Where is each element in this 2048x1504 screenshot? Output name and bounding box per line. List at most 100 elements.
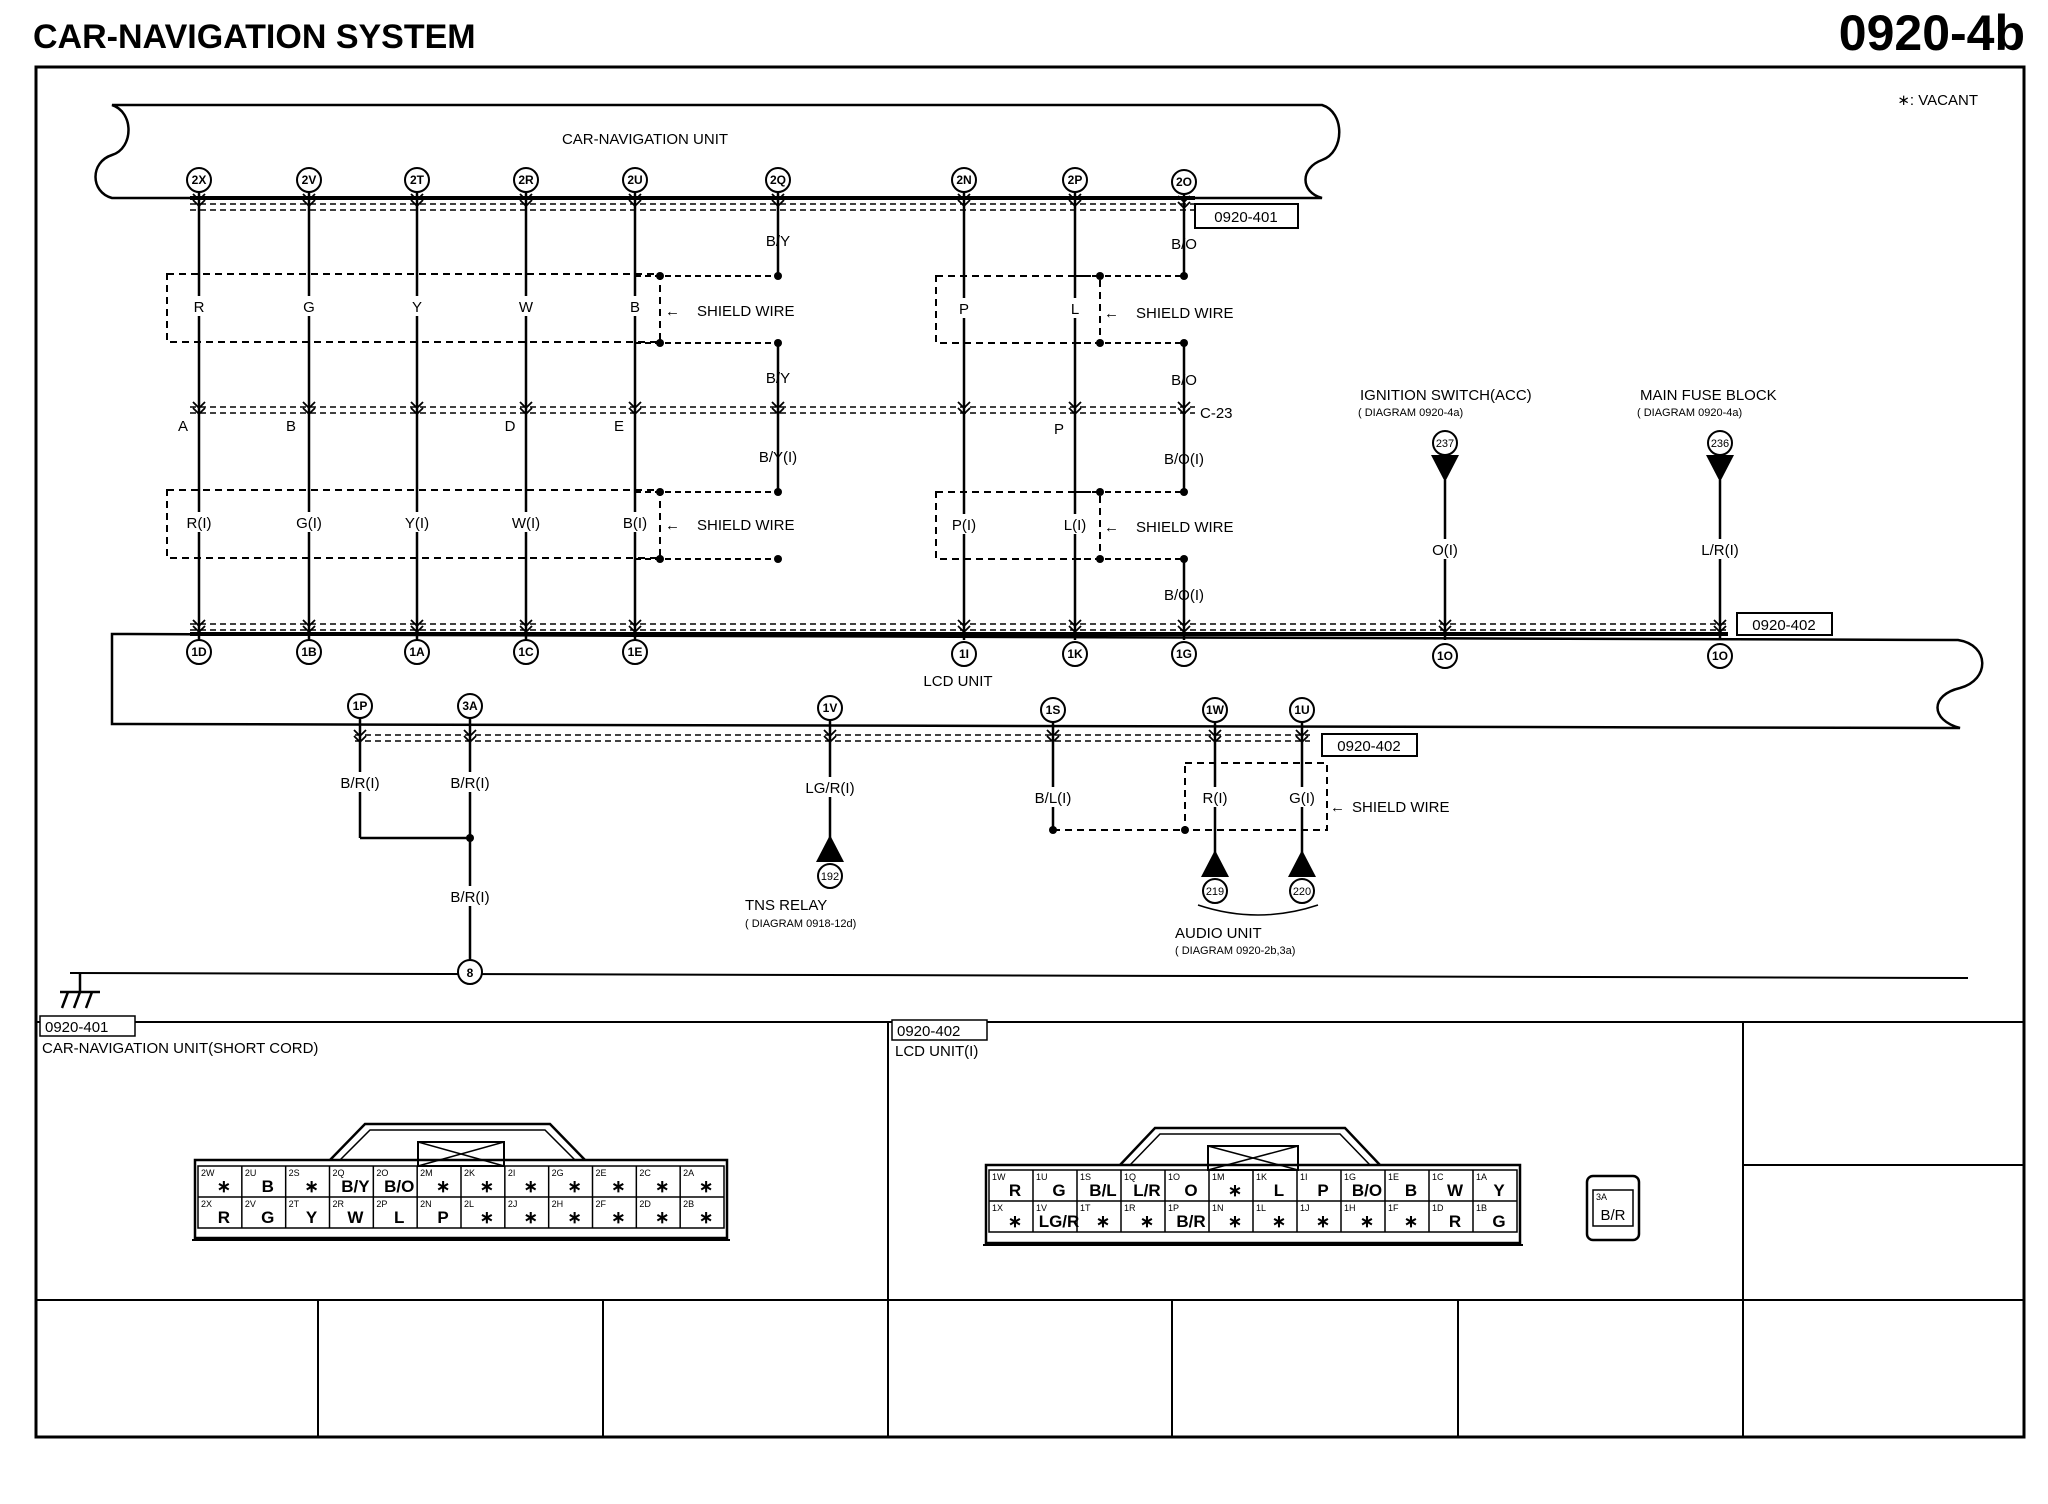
connector-402: 1WR1UG1SB/L1QL/R1OO1M∗1KL1IP1GB/O1EB1CW1…: [983, 1126, 1523, 1246]
svg-text:1I: 1I: [959, 647, 969, 661]
connector-pin-color: ∗: [611, 1208, 625, 1227]
connector-pin-number: 1M: [1212, 1172, 1225, 1182]
svg-text:1B: 1B: [301, 645, 317, 659]
svg-text:1U: 1U: [1294, 703, 1309, 717]
pin-1K: 1K: [1062, 641, 1088, 667]
svg-text:Y(I): Y(I): [405, 515, 429, 532]
connector-pin-number: 1C: [1432, 1172, 1444, 1182]
car-nav-unit-label: CAR-NAVIGATION UNIT: [562, 131, 728, 148]
svg-text:0920-402: 0920-402: [1337, 738, 1400, 755]
pin-1P: 1P: [347, 693, 373, 719]
connector-pin-color: O: [1184, 1181, 1197, 1200]
svg-text:2X: 2X: [192, 173, 207, 187]
connector-pin-number: 1S: [1080, 1172, 1091, 1182]
svg-text:L(I): L(I): [1064, 517, 1087, 534]
svg-text:3A: 3A: [1596, 1192, 1607, 1202]
svg-text:1V: 1V: [823, 701, 838, 715]
connector-pin-color: B/R: [1176, 1212, 1205, 1231]
svg-text:G(I): G(I): [1289, 790, 1315, 807]
svg-text:B(I): B(I): [623, 515, 647, 532]
connector-pin-color: R: [1009, 1181, 1021, 1200]
svg-text:B/Y: B/Y: [766, 370, 790, 387]
tns-relay-feed: 192 TNS RELAY ( DIAGRAM 0918-12d): [745, 835, 856, 930]
ignition-switch-feed: IGNITION SWITCH(ACC) ( DIAGRAM 0920-4a) …: [1358, 387, 1532, 640]
lower-wire-colors: R(I) G(I) Y(I) W(I) B(I) P(I) L(I): [184, 512, 1090, 534]
connector-pin-color: L: [394, 1208, 404, 1227]
svg-text:B: B: [286, 418, 296, 435]
connector-pin-color: ∗: [1228, 1212, 1242, 1231]
svg-text:R(I): R(I): [187, 515, 212, 532]
connector-pin-color: B/L: [1089, 1181, 1116, 1200]
connector-pin-number: 1T: [1080, 1203, 1091, 1213]
svg-text:( DIAGRAM 0918-12d): ( DIAGRAM 0918-12d): [745, 918, 856, 930]
svg-text:Y: Y: [412, 299, 422, 316]
svg-text:W(I): W(I): [512, 515, 540, 532]
svg-text:0920-402: 0920-402: [897, 1023, 960, 1040]
connector-pin-color: ∗: [611, 1177, 625, 1196]
ref-c23: C-23: [1200, 405, 1233, 422]
svg-text:0920-402: 0920-402: [1752, 617, 1815, 634]
connector-pin-color: ∗: [304, 1177, 318, 1196]
pin-1D: 1D: [186, 639, 212, 665]
connector-pin-number: 2R: [333, 1199, 345, 1209]
joint-letters: A B D E P: [178, 418, 1064, 438]
connector-pin-color: G: [261, 1208, 274, 1227]
svg-text:0920-401: 0920-401: [1214, 209, 1277, 226]
upper-wire-colors: R G Y W B P L: [190, 296, 1084, 318]
connector-pin-number: 1Q: [1124, 1172, 1136, 1182]
svg-text:LG/R(I): LG/R(I): [805, 780, 854, 797]
connector-pin-color: B: [1405, 1181, 1417, 1200]
svg-text:( DIAGRAM 0920-4a): ( DIAGRAM 0920-4a): [1358, 407, 1463, 419]
svg-text:8: 8: [467, 966, 474, 980]
svg-text:1C: 1C: [518, 645, 534, 659]
pin-2O: 2O: [1171, 169, 1197, 195]
pin-3A: 3A: [457, 693, 483, 719]
connector-401: 2W∗2UB2S∗2QB/Y2OB/O2M∗2K∗2I∗2G∗2E∗2C∗2A∗…: [192, 1122, 730, 1241]
svg-text:192: 192: [821, 871, 839, 883]
connector-pin-color: G: [1492, 1212, 1505, 1231]
svg-text:B/Y(I): B/Y(I): [759, 449, 797, 466]
connector-pin-color: B/Y: [341, 1177, 370, 1196]
connector-pin-color: ∗: [524, 1177, 538, 1196]
connector-pin-color: ∗: [480, 1177, 494, 1196]
connector-pin-number: 1W: [992, 1172, 1006, 1182]
connector-pin-number: 2O: [376, 1168, 388, 1178]
connector-pin-color: ∗: [436, 1177, 450, 1196]
connector-pin-color: ∗: [1228, 1181, 1242, 1200]
connector-pin-color: ∗: [699, 1177, 713, 1196]
svg-text:L: L: [1071, 301, 1079, 318]
svg-text:SHIELD WIRE: SHIELD WIRE: [697, 303, 795, 320]
svg-text:L/R(I): L/R(I): [1701, 542, 1739, 559]
svg-text:SHIELD WIRE: SHIELD WIRE: [697, 517, 795, 534]
connector-pin-number: 1K: [1256, 1172, 1267, 1182]
pin-1V: 1V: [817, 695, 843, 721]
connector-pin-color: P: [1317, 1181, 1328, 1200]
svg-text:2V: 2V: [302, 173, 317, 187]
svg-text:CAR-NAVIGATION UNIT(SHORT CORD: CAR-NAVIGATION UNIT(SHORT CORD): [42, 1040, 318, 1057]
connector-pin-number: 2E: [596, 1168, 607, 1178]
connector-pin-number: 2P: [376, 1199, 387, 1209]
svg-text:1O: 1O: [1712, 649, 1728, 663]
connector-pin-number: 2G: [552, 1168, 564, 1178]
svg-text:D: D: [505, 418, 516, 435]
pin-1E: 1E: [622, 639, 648, 665]
connector-pin-number: 2T: [289, 1199, 300, 1209]
pin-1O-ign: 1O: [1432, 643, 1458, 669]
connector-pin-number: 2K: [464, 1168, 475, 1178]
connector-pin-number: 1F: [1388, 1203, 1399, 1213]
svg-text:←: ←: [665, 303, 680, 320]
shield-wire-labels: ←SHIELD WIRE ←SHIELD WIRE ←SHIELD WIRE ←…: [665, 303, 1234, 536]
connector-pin-number: 1E: [1388, 1172, 1399, 1182]
svg-text:B/R(I): B/R(I): [450, 775, 489, 792]
connector-pin-number: 2A: [683, 1168, 694, 1178]
svg-text:1A: 1A: [409, 645, 425, 659]
pin-2T: 2T: [404, 167, 430, 193]
car-nav-unit-box: [94, 103, 1341, 200]
svg-text:B/O(I): B/O(I): [1164, 587, 1204, 604]
connector-pin-number: 2S: [289, 1168, 300, 1178]
svg-text:1S: 1S: [1046, 703, 1061, 717]
connector-pin-number: 2U: [245, 1168, 257, 1178]
lcd-unit-label: LCD UNIT: [923, 673, 992, 690]
pin-1G: 1G: [1171, 641, 1197, 667]
shield-drain-colors: B/Y B/Y B/Y(I) B/O B/O B/O(I) B/O(I): [759, 233, 1204, 604]
